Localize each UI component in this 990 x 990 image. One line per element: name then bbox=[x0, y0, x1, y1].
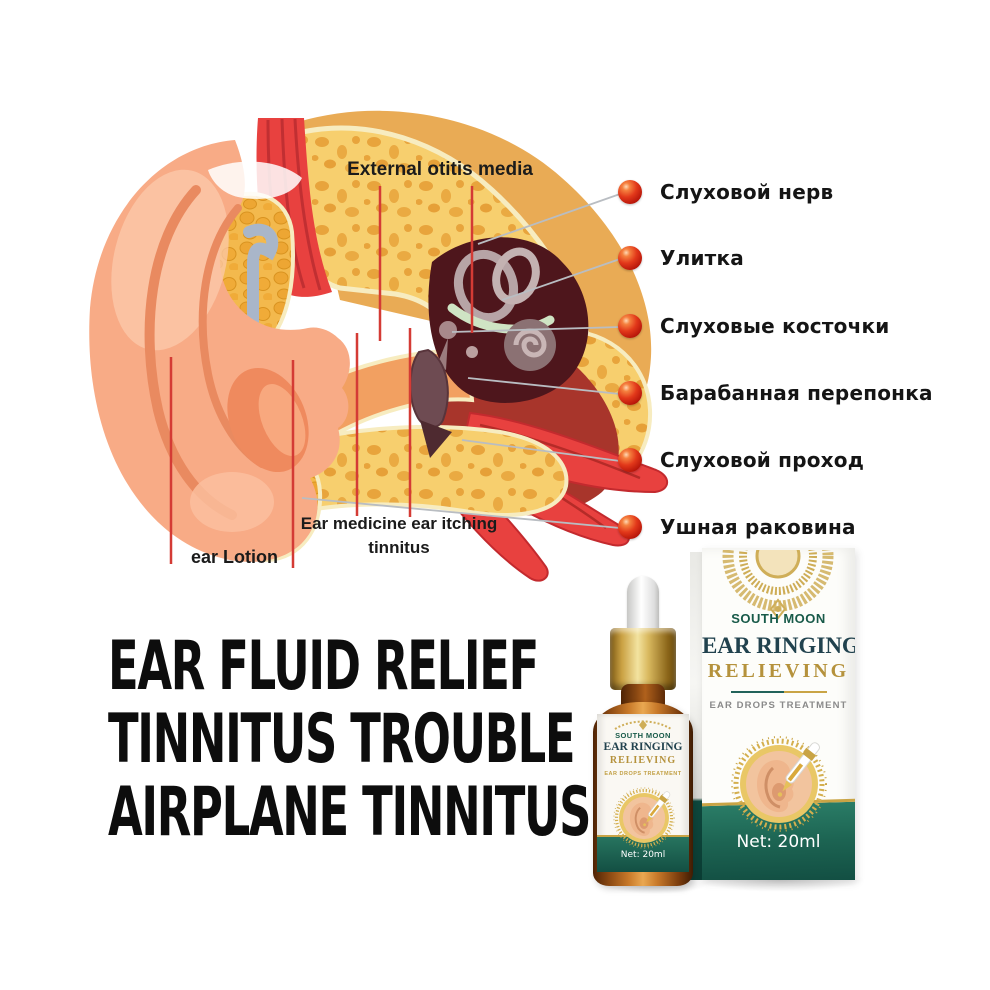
bullet-dot-icon bbox=[618, 381, 642, 405]
box-brand: SOUTH MOON bbox=[731, 611, 826, 626]
bottle-title-line2: RELIEVING bbox=[609, 755, 677, 766]
annotation-lines bbox=[169, 186, 621, 568]
ear-dropper-emblem-icon bbox=[612, 786, 676, 850]
box-front-face: SOUTH MOON EAR RINGING RELIEVING EAR DRO… bbox=[702, 548, 855, 880]
bullet-dot-icon bbox=[618, 448, 642, 472]
callout-label: Барабанная перепонка bbox=[660, 381, 933, 405]
headline-line-1: EAR FLUID RELIEF bbox=[108, 627, 539, 706]
bullet-dot-icon bbox=[618, 180, 642, 204]
bottle-label: SOUTH MOON EAR RINGING RELIEVING EAR DRO… bbox=[597, 714, 689, 872]
gold-mandala-icon bbox=[722, 550, 834, 620]
bottle-title-line1: EAR RINGING bbox=[603, 741, 683, 753]
callout-label: Слуховой нерв bbox=[660, 180, 834, 204]
callout-label: Слуховой проход bbox=[660, 448, 865, 472]
label-external-otitis: External otitis media bbox=[347, 159, 533, 180]
bottle-brand: SOUTH MOON bbox=[615, 731, 671, 740]
bullet-dot-icon bbox=[618, 246, 642, 270]
box-title-line1: EAR RINGING bbox=[702, 633, 855, 658]
bottle-net-weight: Net: 20ml bbox=[620, 850, 666, 860]
callout-label: Улитка bbox=[660, 246, 744, 270]
bullet-dot-icon bbox=[618, 515, 642, 539]
box-side-face bbox=[690, 552, 703, 880]
box-divider bbox=[731, 691, 827, 693]
callout-auditory-nerve: Слуховой нерв bbox=[618, 180, 833, 204]
product-bottle: SOUTH MOON EAR RINGING RELIEVING EAR DRO… bbox=[593, 576, 693, 886]
dropper-bulb bbox=[627, 576, 659, 634]
product-box: SOUTH MOON EAR RINGING RELIEVING EAR DRO… bbox=[690, 548, 855, 880]
callout-eardrum: Барабанная перепонка bbox=[618, 381, 933, 405]
label-ear-lotion: ear Lotion bbox=[190, 547, 278, 567]
gold-flourish-icon bbox=[614, 720, 672, 730]
headline-line-3: AIRPLANE TINNITUS bbox=[108, 773, 591, 852]
bottle-subtitle: EAR DROPS TREATMENT bbox=[604, 771, 682, 777]
ear-dropper-emblem-icon bbox=[729, 734, 829, 834]
outer-ear bbox=[89, 140, 350, 562]
callout-label: Ушная раковина bbox=[660, 515, 856, 539]
box-subtitle: EAR DROPS TREATMENT bbox=[709, 700, 848, 711]
middle-ear-cavity bbox=[409, 237, 589, 458]
callout-label: Слуховые косточки bbox=[660, 314, 890, 338]
headline-line-2: TINNITUS TROUBLE bbox=[108, 700, 576, 779]
label-ear-medicine: Ear medicine ear itching tinnitus bbox=[300, 514, 498, 557]
callout-cochlea: Улитка bbox=[618, 246, 744, 270]
box-title-line2: RELIEVING bbox=[707, 660, 850, 682]
headline: EAR FLUID RELIEF TINNITUS TROUBLE AIRPLA… bbox=[108, 630, 839, 849]
callout-ear-canal: Слуховой проход bbox=[618, 448, 864, 472]
callout-ossicles: Слуховые косточки bbox=[618, 314, 890, 338]
callout-auricle: Ушная раковина bbox=[618, 515, 856, 539]
bullet-dot-icon bbox=[618, 314, 642, 338]
gold-cap-collar bbox=[610, 628, 676, 690]
box-net-weight: Net: 20ml bbox=[736, 832, 821, 852]
